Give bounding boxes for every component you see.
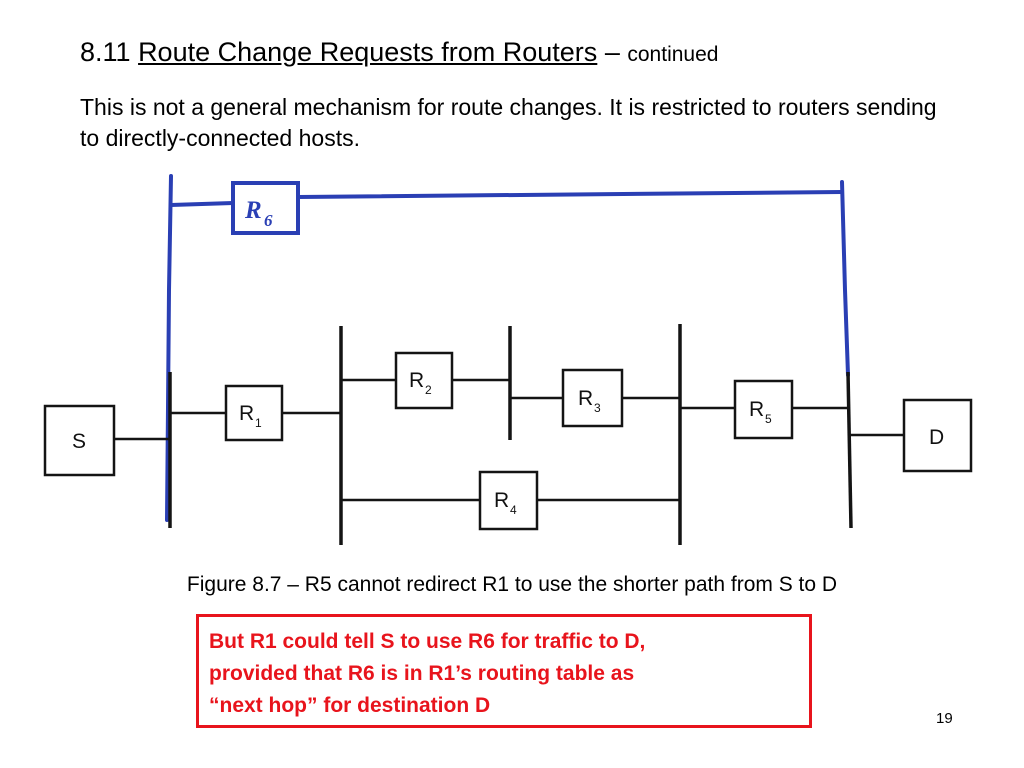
host-d: D xyxy=(902,398,973,473)
page-number: 19 xyxy=(936,710,953,727)
callout-line-3: “next hop” for destination D xyxy=(209,694,491,717)
r6-letter: R xyxy=(244,197,262,224)
slide-title: 8.11 Route Change Requests from Routers … xyxy=(80,36,718,71)
networks xyxy=(168,324,853,545)
callout-box: But R1 could tell S to use R6 for traffi… xyxy=(196,614,812,728)
r6-box xyxy=(231,181,300,235)
host-d-label: D xyxy=(929,426,944,449)
host-s-label: S xyxy=(72,430,86,453)
router-r2-letter: R xyxy=(409,369,424,392)
router-r4-box xyxy=(478,470,539,531)
host-s-box xyxy=(43,404,116,477)
router-r2: R 2 xyxy=(394,351,454,410)
router-r5-letter: R xyxy=(749,398,764,421)
intro-text: This is not a general mechanism for rout… xyxy=(80,94,937,151)
r6-index: 6 xyxy=(264,211,273,230)
router-r5-index: 5 xyxy=(765,412,772,426)
network-line-5 xyxy=(846,371,853,529)
router-r5: R 5 xyxy=(733,379,794,440)
title-text: Route Change Requests from Routers xyxy=(138,37,598,67)
router-r2-box xyxy=(394,351,454,410)
router-r3-box xyxy=(561,368,624,428)
network-diagram: R 6 S D R 1 R 2 xyxy=(43,174,973,545)
router-r3-letter: R xyxy=(578,387,593,410)
router-r1-index: 1 xyxy=(255,416,262,430)
router-r2-index: 2 xyxy=(425,383,432,397)
section-number: 8.11 xyxy=(80,37,131,67)
router-r3: R 3 xyxy=(561,368,624,428)
callout-line-1: But R1 could tell S to use R6 for traffi… xyxy=(209,630,646,653)
router-r5-box xyxy=(733,379,794,440)
r6-link-right xyxy=(296,190,844,199)
r6-router: R 6 xyxy=(231,181,300,235)
host-d-box xyxy=(902,398,973,473)
router-r1-box xyxy=(224,384,284,442)
host-s: S xyxy=(43,404,116,477)
links xyxy=(114,378,904,502)
router-r4: R 4 xyxy=(478,470,539,531)
r6-path xyxy=(165,174,850,522)
router-r4-index: 4 xyxy=(510,503,517,517)
callout-line-2: provided that R6 is in R1’s routing tabl… xyxy=(209,662,635,685)
r6-network-left xyxy=(165,174,173,522)
router-r1-letter: R xyxy=(239,402,254,425)
r6-link-left xyxy=(169,201,235,207)
r6-network-right xyxy=(840,180,850,377)
router-r4-letter: R xyxy=(494,489,509,512)
router-r3-index: 3 xyxy=(594,401,601,415)
router-r1: R 1 xyxy=(224,384,284,442)
figure-caption: Figure 8.7 – R5 cannot redirect R1 to us… xyxy=(186,573,838,596)
title-suffix: continued xyxy=(627,43,719,66)
title-dash: – xyxy=(604,37,620,67)
